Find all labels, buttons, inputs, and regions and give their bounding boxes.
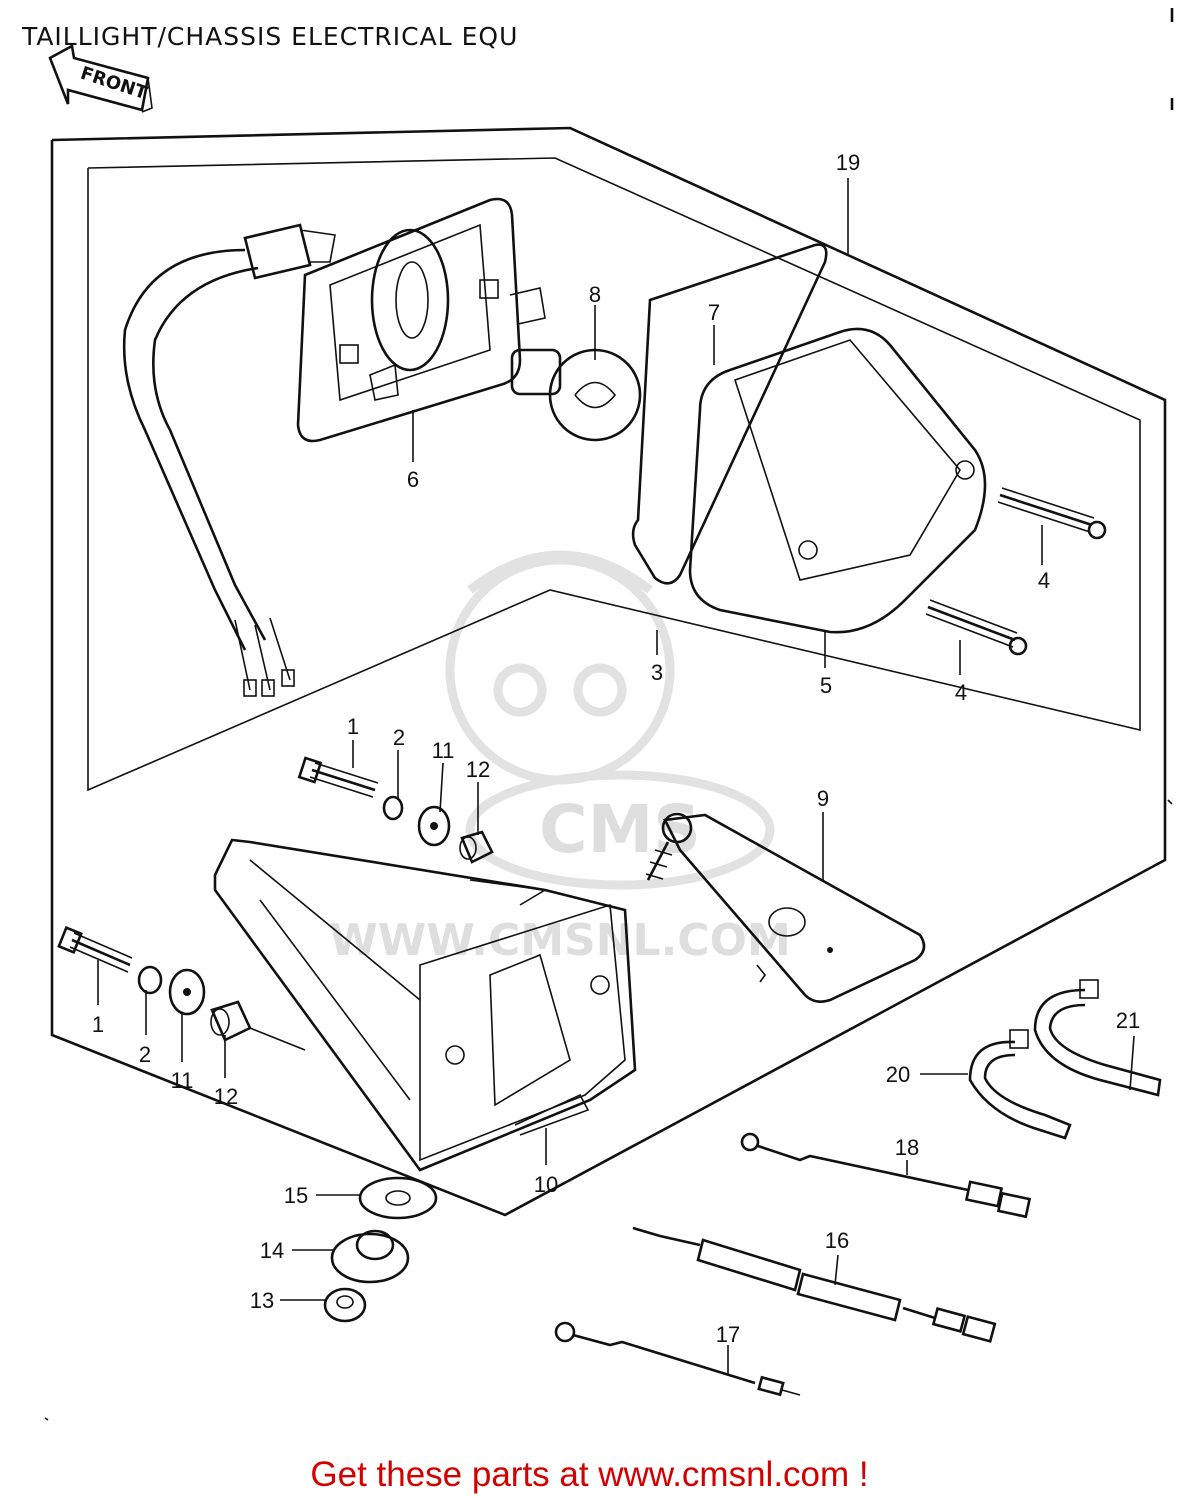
collar-part (459, 830, 494, 864)
wire-clip-part (1033, 988, 1162, 1097)
callout-5: 5 (820, 673, 832, 698)
lens-gasket-part (631, 243, 828, 585)
callout-19: 19 (836, 150, 860, 175)
callout-4: 4 (1038, 568, 1050, 593)
lead-wire-part (554, 1321, 801, 1397)
watermark-mascot-eye (493, 663, 547, 717)
callout-7: 7 (708, 300, 720, 325)
callout-11: 11 (432, 738, 455, 763)
watermark-mascot-eye (573, 663, 627, 717)
callout-2: 2 (139, 1042, 151, 1067)
assembly-outline-outer (50, 126, 1167, 1217)
callout-20: 20 (886, 1062, 910, 1087)
callout-15: 15 (284, 1183, 308, 1208)
callout-13: 13 (250, 1288, 274, 1313)
callout-14: 14 (260, 1238, 284, 1263)
callout-2: 2 (393, 725, 405, 750)
callout-9: 9 (817, 786, 829, 811)
washer-part (358, 1176, 438, 1220)
watermark-logo-text: CMS (539, 791, 701, 868)
bolt-part (57, 926, 133, 973)
margin-marks (44, 8, 1174, 1421)
lens-screw-part (997, 487, 1107, 540)
callout-17: 17 (716, 1322, 740, 1347)
flat-washer-part (417, 805, 451, 847)
taillight-bracket-part (213, 838, 637, 1172)
callout-16: 16 (825, 1228, 849, 1253)
callout-labels: 19 8 7 6 4 4 5 3 1 2 11 12 9 1 2 11 12 2… (92, 150, 1140, 1347)
watermark-logo-oval (465, 770, 775, 890)
callout-8: 8 (589, 282, 601, 307)
callout-6: 6 (407, 467, 419, 492)
watermark: CMS WWW.CMSNL.COM (329, 550, 791, 966)
callout-10: 10 (534, 1172, 558, 1197)
collar-part (210, 1000, 306, 1051)
taillight-lens-part (688, 327, 987, 634)
grommet-part (330, 1229, 410, 1284)
taillight-base-part (296, 197, 546, 443)
callout-3: 3 (651, 660, 663, 685)
front-arrow-icon: FRONT (48, 43, 153, 113)
callout-12: 12 (466, 757, 490, 782)
callout-18: 18 (895, 1135, 919, 1160)
footer-promo-text: Get these parts at www.cmsnl.com ! (310, 1455, 869, 1494)
nut-part (323, 1287, 367, 1323)
wire-clip-part (968, 1040, 1072, 1140)
lead-wire-part (740, 1132, 1032, 1219)
wire-harness (122, 223, 336, 697)
lens-screw-part (925, 599, 1028, 656)
callout-1: 1 (92, 1012, 104, 1037)
page-title: TAILLIGHT/CHASSIS ELECTRICAL EQU (22, 22, 519, 51)
assembly-outline-inner (87, 157, 1141, 792)
lock-washer-part (382, 795, 404, 821)
flat-washer-part (168, 968, 206, 1016)
lead-wire-part (632, 1226, 997, 1343)
callout-11: 11 (171, 1068, 194, 1093)
leader-lines (97, 178, 1135, 1375)
reflector-plate-part (645, 812, 926, 1003)
lock-washer-part (137, 965, 163, 995)
callout-12: 12 (214, 1084, 238, 1109)
watermark-url-text: WWW.CMSNL.COM (329, 915, 791, 966)
watermark-mascot-cap (467, 550, 653, 594)
bolt-part (297, 756, 379, 798)
callout-4: 4 (955, 680, 967, 705)
callout-21: 21 (1116, 1008, 1140, 1033)
bulb-part (510, 348, 642, 442)
callout-1: 1 (347, 714, 359, 739)
